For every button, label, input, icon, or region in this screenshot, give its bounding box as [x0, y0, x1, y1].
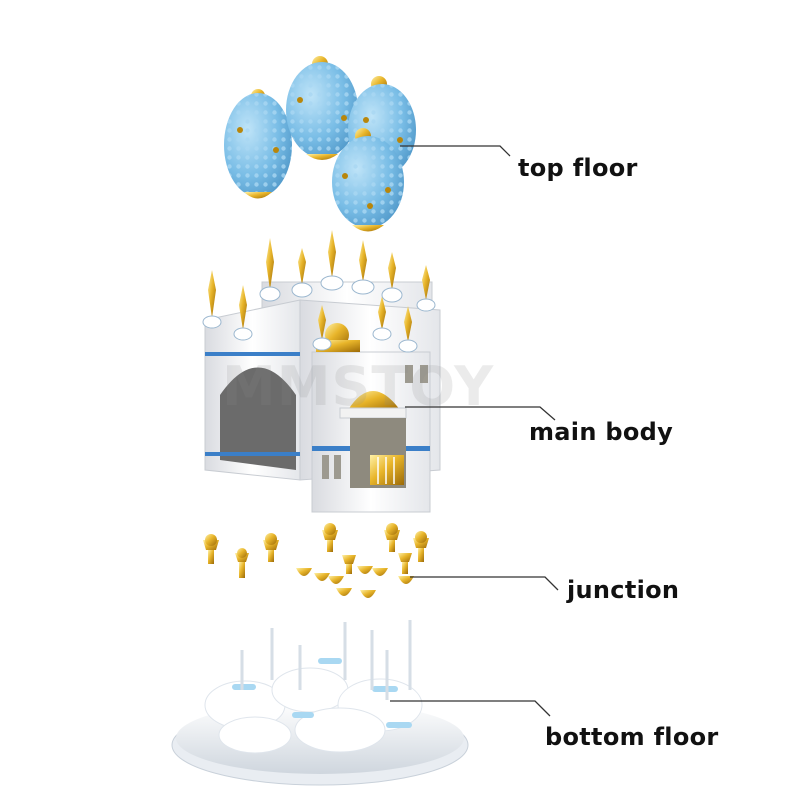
leader-line-junction [410, 576, 559, 591]
leader-line-bottom-floor [390, 700, 551, 717]
bottom-floor-base [171, 620, 469, 786]
label-bottom-floor: bottom floor [545, 723, 719, 751]
dome [224, 62, 292, 199]
leader-lines [390, 145, 559, 717]
leader-line-main-body [405, 406, 556, 421]
palace-spires [202, 230, 436, 353]
watermark: MMSTOY [222, 355, 495, 418]
label-junction: junction [567, 576, 680, 604]
main-body-palace [202, 230, 441, 513]
junction-connectors [203, 523, 429, 598]
top-floor-domes [224, 28, 416, 232]
label-top-floor: top floor [518, 154, 638, 182]
dome [332, 104, 404, 232]
dome [286, 28, 358, 160]
label-main-body: main body [529, 418, 674, 446]
gold-gate [258, 382, 298, 462]
leader-line-top-floor [400, 145, 511, 157]
gold-ladder [230, 372, 252, 448]
